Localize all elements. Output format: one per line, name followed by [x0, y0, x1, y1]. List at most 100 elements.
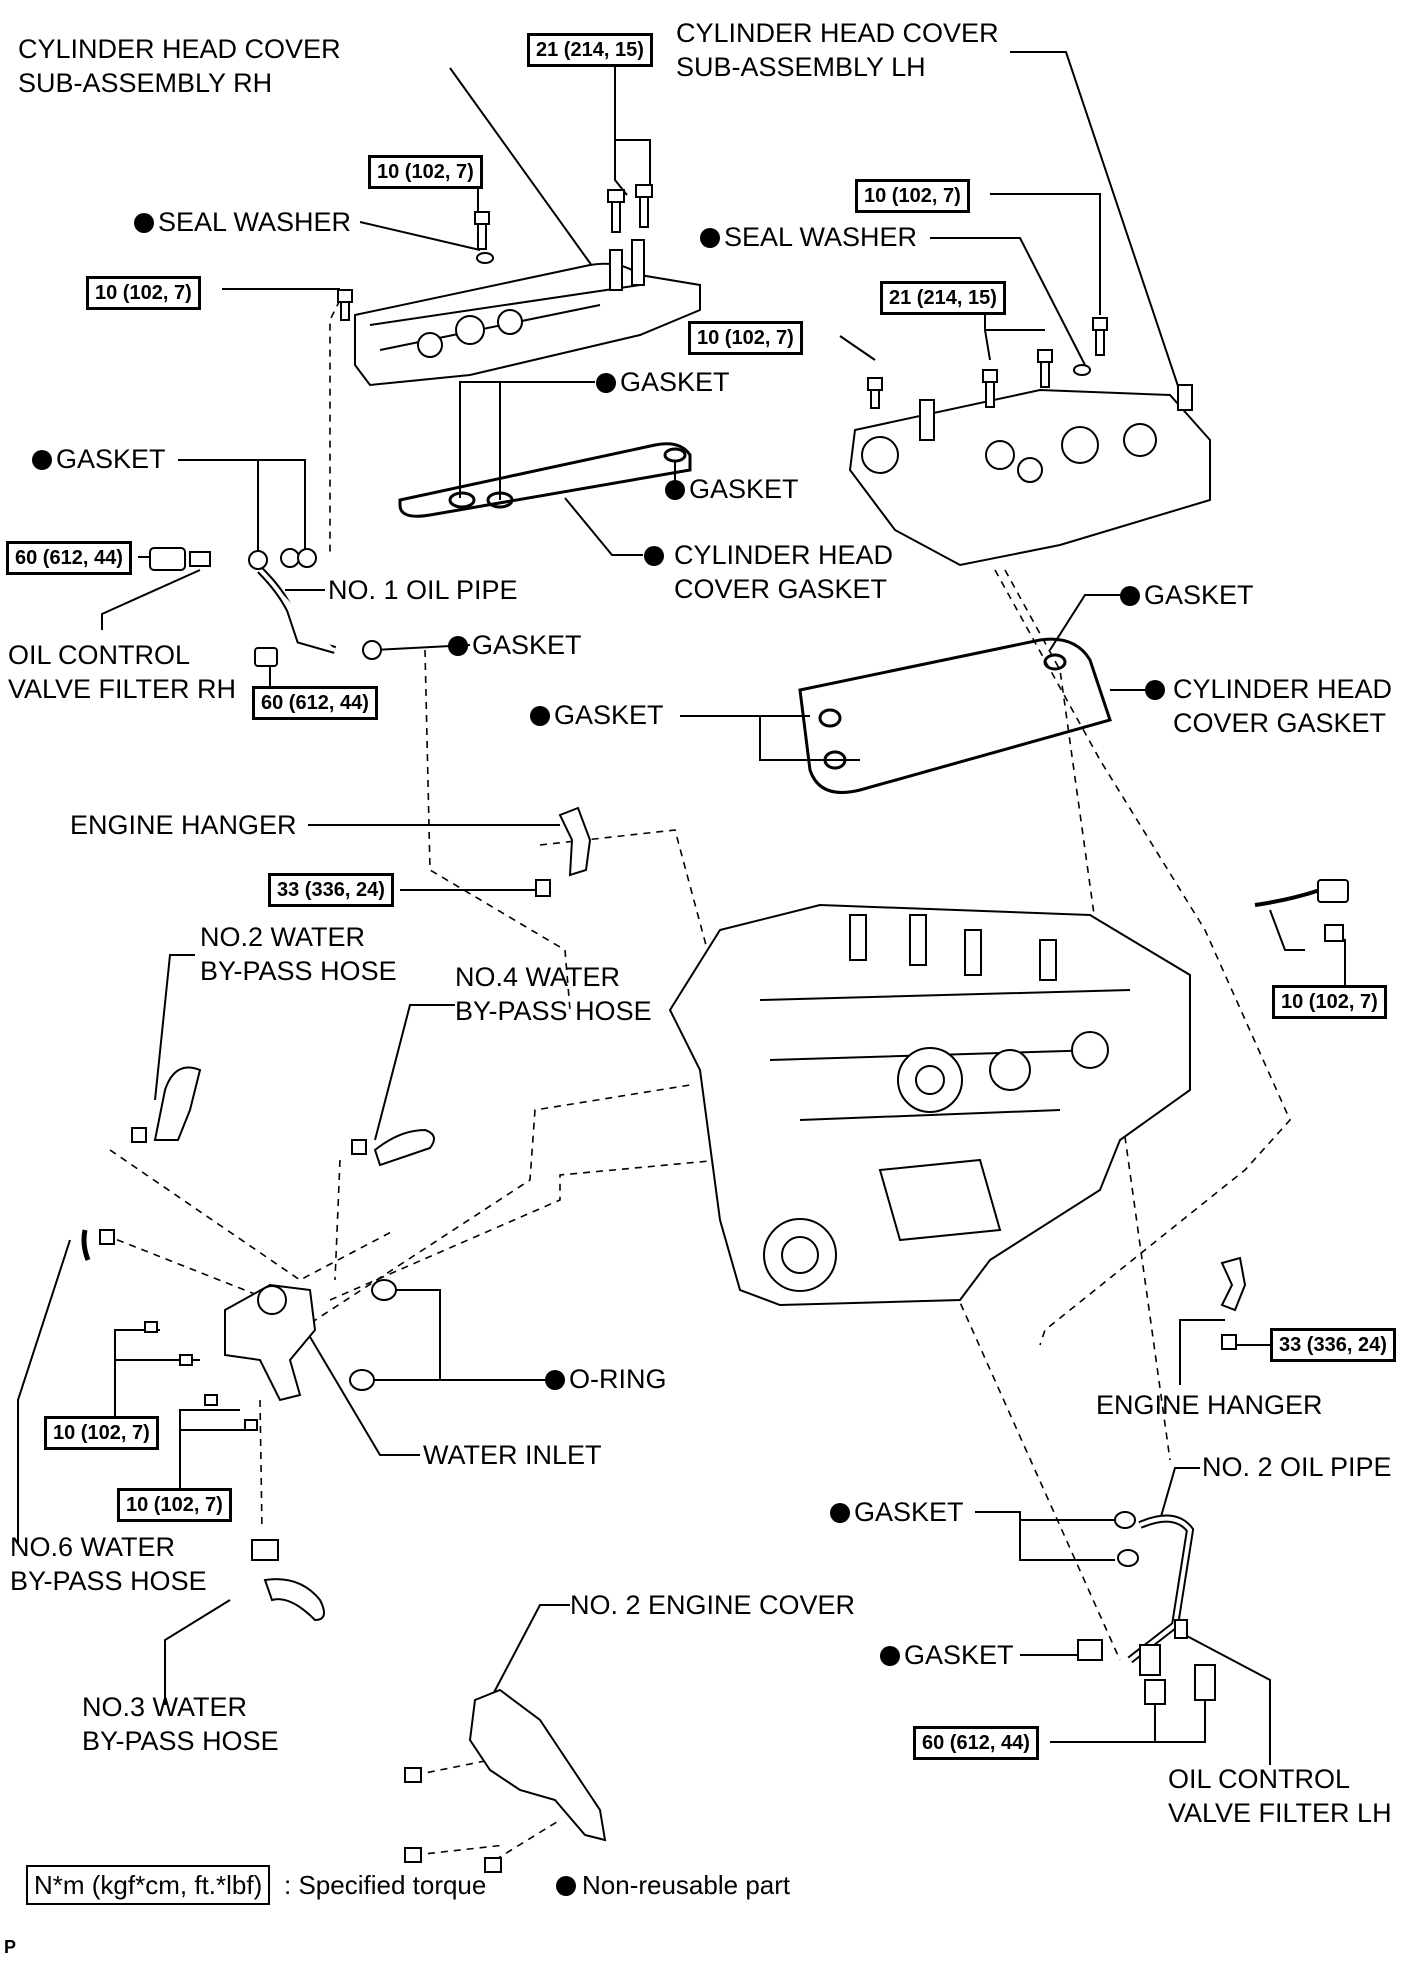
leader-no6-hose — [17, 1239, 71, 1545]
leader-seal-rh — [359, 221, 481, 251]
figure-code: P — [4, 1937, 17, 1957]
torque-box: 10 (102, 7) — [688, 321, 803, 355]
cylinder-head-cover-lh-shape — [848, 384, 1211, 567]
torque-box: 10 (102, 7) — [44, 1416, 159, 1450]
torque-box: 60 (612, 44) — [913, 1726, 1039, 1760]
leader-10-inlet-b — [179, 1409, 240, 1505]
label-text: O-RING — [569, 1364, 667, 1394]
non-reusable-dot-icon — [880, 1646, 900, 1666]
label-text: GASKET — [1144, 580, 1254, 610]
torque-box: 60 (612, 44) — [6, 541, 132, 575]
cylinder-head-cover-rh-shape — [354, 239, 701, 387]
label-no4-water-bypass-hose: NO.4 WATER BY-PASS HOSE — [455, 962, 652, 1026]
label-no2-oil-pipe: NO. 2 OIL PIPE — [1202, 1452, 1392, 1482]
leader-10-inlet-a — [114, 1329, 160, 1430]
label-engine-hanger-rh: ENGINE HANGER — [70, 810, 297, 840]
engine-hanger-lh-shape — [1220, 1256, 1247, 1350]
non-reusable-dot-icon — [545, 1370, 565, 1390]
label-text: GASKET — [854, 1497, 964, 1527]
label-text: GASKET — [554, 700, 664, 730]
torque-box: 21 (214, 15) — [880, 281, 1006, 315]
leader-no3-hose — [164, 1599, 231, 1705]
leader-gasket-lh-top — [1049, 594, 1130, 651]
cylinder-head-cover-gasket-rh-shape — [398, 442, 692, 518]
oil-pipe-lh-shape — [1077, 1511, 1216, 1705]
leader-10-sensor — [1329, 934, 1346, 985]
label-oil-control-valve-filter-rh: OIL CONTROL VALVE FILTER RH — [8, 640, 237, 704]
torque-box: 10 (102, 7) — [855, 179, 970, 213]
label-no6-water-bypass-hose: NO.6 WATER BY-PASS HOSE — [10, 1532, 207, 1596]
label-gasket-left: GASKET — [32, 442, 166, 476]
engine-hanger-rh-shape — [535, 806, 592, 897]
leader-gasket-left-b — [258, 459, 306, 555]
leader-seal-lh — [930, 237, 1086, 366]
cylinder-head-cover-gasket-lh-shape — [798, 637, 1112, 794]
non-reusable-dot-icon — [644, 546, 664, 566]
label-text: GASKET — [472, 630, 582, 660]
label-text: SEAL WASHER — [158, 207, 352, 237]
legend-torque-box: N*m (kgf*cm, ft.*lbf) — [26, 1865, 271, 1905]
bolt-shapes-lh — [867, 317, 1108, 409]
leader-no2-pipe — [1159, 1467, 1200, 1521]
torque-box: 10 (102, 7) — [86, 276, 201, 310]
water-hose-shapes — [81, 1066, 435, 1622]
leader-60-lh — [1050, 1700, 1156, 1743]
bolt-shapes-rh — [337, 184, 653, 321]
label-cylinder-head-cover-gasket-lh: CYLINDER HEAD COVER GASKET — [1145, 672, 1392, 740]
non-reusable-dot-icon — [448, 636, 468, 656]
label-text: GASKET — [620, 367, 730, 397]
leader-21-lh-b — [984, 329, 991, 361]
non-reusable-dot-icon — [134, 213, 154, 233]
torque-box: 10 (102, 7) — [117, 1488, 232, 1522]
label-cylinder-head-cover-rh: CYLINDER HEAD COVER SUB-ASSEMBLY RH — [18, 34, 341, 98]
label-text: SEAL WASHER — [724, 222, 918, 252]
leader-filter-rh — [101, 569, 201, 630]
leader-gasket-rh-cover-b — [499, 381, 595, 500]
label-seal-washer-rh: SEAL WASHER — [134, 205, 351, 239]
label-gasket-rh-cover: GASKET — [596, 365, 730, 399]
non-reusable-dot-icon — [830, 1503, 850, 1523]
label-gasket-rh-plug: GASKET — [665, 472, 799, 506]
non-reusable-dot-icon — [32, 450, 52, 470]
leader-21-rh-b — [615, 139, 651, 190]
leader-head-gasket-rh — [564, 497, 643, 556]
label-water-inlet: WATER INLET — [423, 1440, 602, 1470]
torque-box: 33 (336, 24) — [268, 873, 394, 907]
engine-block-shape — [668, 903, 1191, 1307]
label-gasket-oil-pipe-lh-b: GASKET — [880, 1638, 1014, 1672]
label-no2-water-bypass-hose: NO.2 WATER BY-PASS HOSE — [200, 922, 397, 986]
label-o-ring: O-RING — [545, 1362, 667, 1396]
label-cylinder-head-cover-lh: CYLINDER HEAD COVER SUB-ASSEMBLY LH — [676, 18, 999, 82]
leader-no2-hose — [154, 954, 195, 1101]
non-reusable-dot-icon — [556, 1876, 576, 1896]
leader-gasket-lh-a2 — [1019, 1512, 1115, 1561]
label-seal-washer-lh: SEAL WASHER — [700, 220, 917, 254]
leader-inlet — [299, 1319, 420, 1456]
non-reusable-dot-icon — [700, 228, 720, 248]
legend-text: Non-reusable part — [582, 1870, 791, 1900]
non-reusable-dot-icon — [596, 373, 616, 393]
leader-gasket-lh-a — [975, 1511, 1115, 1521]
torque-box: 21 (214, 15) — [527, 33, 653, 67]
non-reusable-dot-icon — [665, 480, 685, 500]
label-gasket-oil-pipe-lh-a: GASKET — [830, 1495, 964, 1529]
leader-21-rh — [614, 58, 628, 196]
leader-10-lh-top — [990, 193, 1101, 315]
label-text: CYLINDER HEAD COVER GASKET — [674, 540, 894, 604]
label-no1-oil-pipe: NO. 1 OIL PIPE — [328, 575, 518, 605]
label-gasket-oil-pipe-rh: GASKET — [448, 628, 582, 662]
label-engine-hanger-lh: ENGINE HANGER — [1096, 1390, 1323, 1420]
leader-filter-lh — [1184, 1634, 1271, 1765]
leader-cover-rh — [449, 67, 596, 271]
leader-cover-lh — [1010, 51, 1181, 393]
leader-oring — [380, 1289, 548, 1381]
label-text: CYLINDER HEAD COVER GASKET — [1173, 674, 1393, 738]
engine-cover-shape — [404, 1688, 607, 1873]
label-text: GASKET — [689, 474, 799, 504]
leader-gasket-left — [178, 459, 259, 560]
leader-10-lh-left — [839, 335, 876, 361]
torque-box: 33 (336, 24) — [1270, 1328, 1396, 1362]
label-text: GASKET — [904, 1640, 1014, 1670]
torque-box: 10 (102, 7) — [368, 155, 483, 189]
